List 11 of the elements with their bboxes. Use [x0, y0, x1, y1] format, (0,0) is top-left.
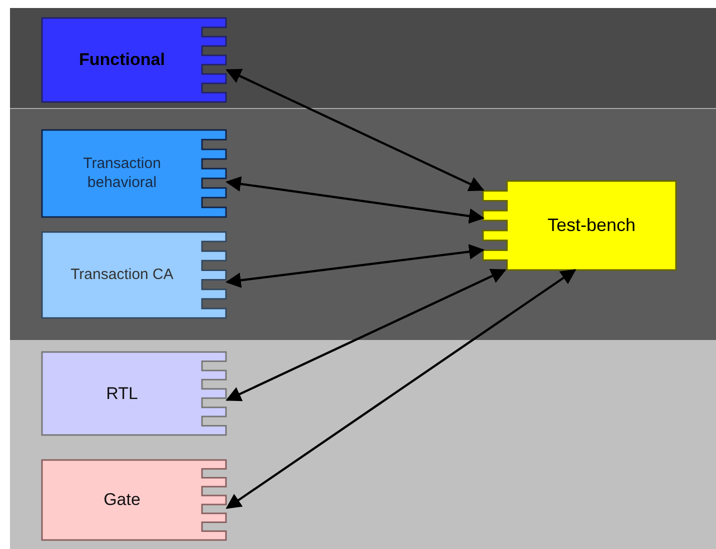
block-label: Transaction behavioral	[82, 154, 162, 192]
double-headed-arrow	[226, 68, 484, 192]
block-label: RTL	[106, 382, 138, 404]
block-label: Functional	[79, 49, 165, 71]
double-headed-arrow	[226, 268, 506, 402]
block-label: Gate	[104, 489, 140, 511]
block-label: Transaction CA	[70, 266, 174, 284]
block-label: Test-bench	[547, 214, 636, 237]
double-headed-arrow	[225, 176, 485, 224]
double-headed-arrow	[225, 244, 485, 288]
double-headed-arrow	[226, 269, 576, 509]
